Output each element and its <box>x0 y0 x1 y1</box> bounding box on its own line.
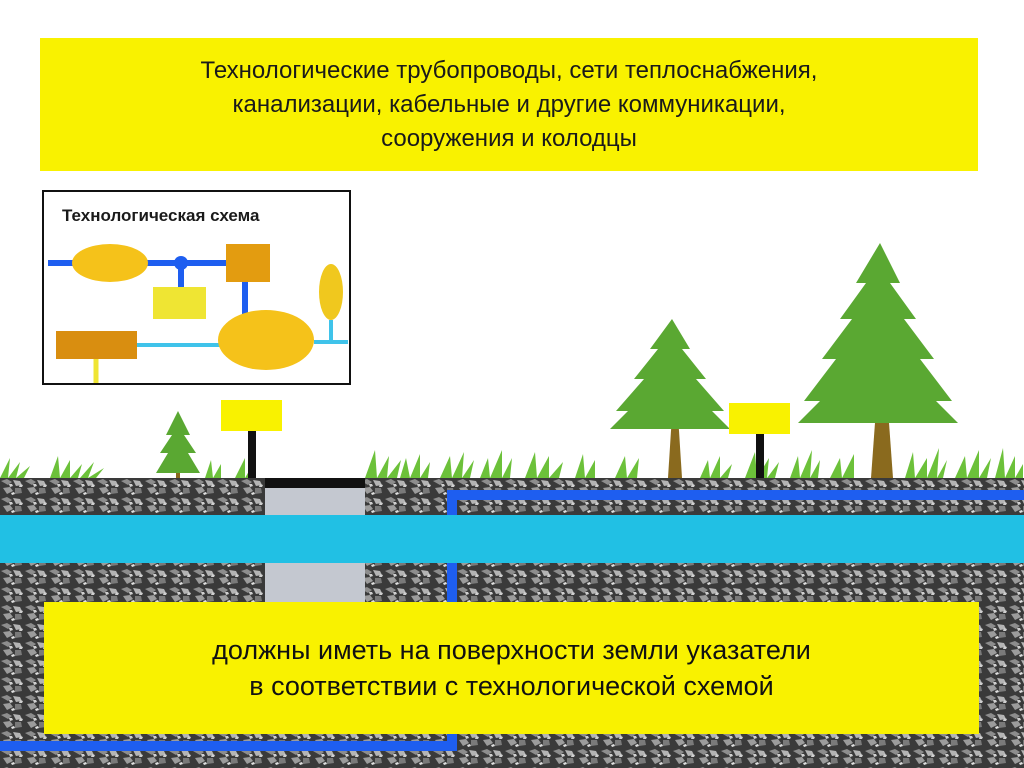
tree-icon <box>610 319 730 478</box>
footer-line-2: в соответствии с технологической схемой <box>249 671 774 701</box>
well-cover <box>265 478 365 488</box>
technological-scheme: Технологическая схема <box>42 190 351 385</box>
small-tree-icon <box>156 411 200 478</box>
scheme-title: Технологическая схема <box>62 206 260 225</box>
sign-icon-right <box>729 403 790 478</box>
grass-icon <box>0 448 1023 478</box>
header-banner: Технологические трубопроводы, сети тепло… <box>40 38 978 171</box>
footer-banner: должны иметь на поверхности земли указат… <box>44 602 979 734</box>
main-pipe <box>0 515 1024 563</box>
header-line-1: Технологические трубопроводы, сети тепло… <box>200 56 818 84</box>
tall-tree-icon <box>798 243 958 478</box>
header-line-2: канализации, кабельные и другие коммуник… <box>232 90 786 118</box>
surface-scene <box>0 243 1023 478</box>
scheme-diagram <box>48 244 348 383</box>
sign-icon <box>221 400 282 478</box>
footer-line-1: должны иметь на поверхности земли указат… <box>212 635 811 665</box>
header-line-3: сооружения и колодцы <box>381 124 637 152</box>
